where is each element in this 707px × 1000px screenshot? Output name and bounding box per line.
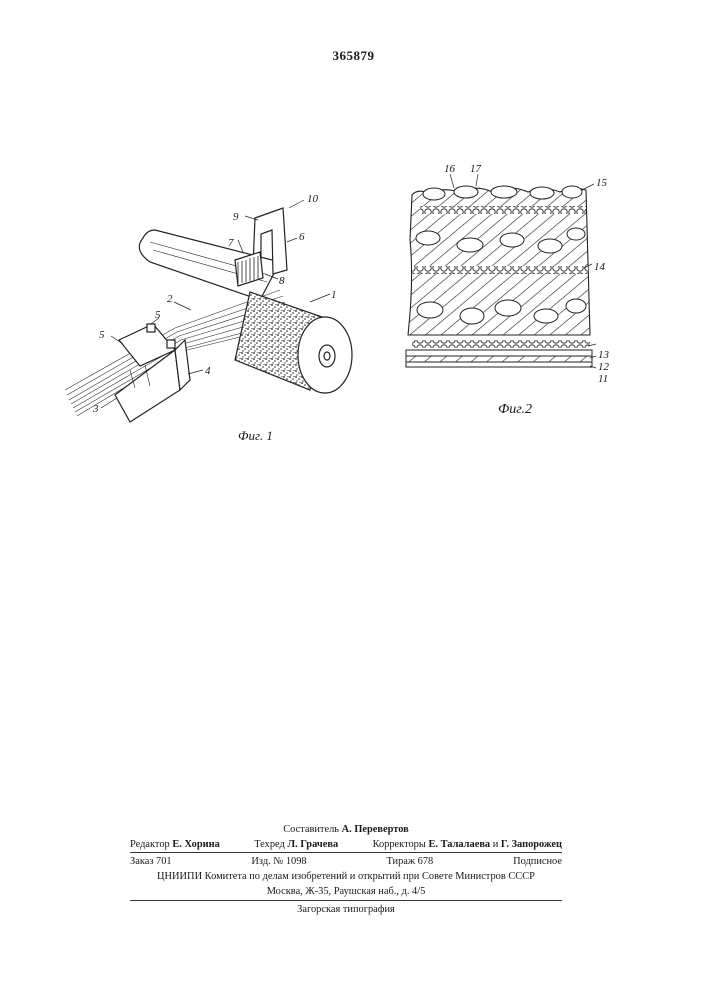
figure-2-drawing: 16 17 15 14 13 12 11 <box>400 160 615 395</box>
subscription: Подписное <box>513 854 562 869</box>
address-line: Москва, Ж-35, Раушская наб., д. 4/5 <box>130 884 562 899</box>
corrector-2: Г. Запорожец <box>501 839 562 850</box>
compiler-label: Составитель <box>283 824 339 835</box>
order-line: Заказ 701 Изд. № 1098 Тираж 678 Подписно… <box>130 854 562 869</box>
composite-section <box>406 186 592 367</box>
callout-6: 6 <box>299 231 305 243</box>
figure-1-caption: Фиг. 1 <box>238 428 273 444</box>
callout-17: 17 <box>470 163 482 175</box>
callout-5b: 5 <box>155 309 161 321</box>
callout-1: 1 <box>331 289 337 301</box>
editor-name: Е. Хорина <box>172 839 219 850</box>
callout-12: 12 <box>598 361 610 373</box>
compiler-name: А. Перевертов <box>342 824 409 835</box>
callout-13: 13 <box>598 349 610 361</box>
staff-line: Редактор Е. Хорина Техред Л. Грачева Кор… <box>130 837 562 852</box>
printer-line: Загорская типография <box>130 902 562 917</box>
callout-14: 14 <box>594 261 606 273</box>
callout-7: 7 <box>228 237 234 249</box>
techred-label: Техред <box>254 839 285 850</box>
guide-box <box>115 324 190 422</box>
callout-3: 3 <box>92 403 99 415</box>
circulation: Тираж 678 <box>386 854 433 869</box>
callout-5a: 5 <box>99 329 105 341</box>
callout-9: 9 <box>233 211 239 223</box>
callout-11: 11 <box>598 373 608 385</box>
correctors-conj: и <box>493 839 499 850</box>
corrector-1: Е. Талалаева <box>428 839 490 850</box>
imprint-rule <box>130 852 562 853</box>
compiler-line: Составитель А. Перевертов <box>130 822 562 837</box>
editor-label: Редактор <box>130 839 170 850</box>
printer-block: Загорская типография <box>130 902 562 917</box>
callout-4: 4 <box>205 365 211 377</box>
callout-15: 15 <box>596 177 608 189</box>
callout-8: 8 <box>279 275 285 287</box>
order-number: Заказ 701 <box>130 854 172 869</box>
callout-16: 16 <box>444 163 456 175</box>
correctors-label: Корректоры <box>373 839 426 850</box>
callout-2: 2 <box>167 293 173 305</box>
roller <box>235 292 352 393</box>
imprint-rule-2 <box>130 900 562 901</box>
committee-line: ЦНИИПИ Комитета по делам изобретений и о… <box>130 869 562 884</box>
callout-10: 10 <box>307 193 319 205</box>
edition-number: Изд. № 1098 <box>251 854 306 869</box>
figure-2-caption: Фиг.2 <box>498 402 532 418</box>
imprint-details: Заказ 701 Изд. № 1098 Тираж 678 Подписно… <box>130 854 562 899</box>
techred-name: Л. Грачева <box>287 839 338 850</box>
imprint-credits: Составитель А. Перевертов Редактор Е. Хо… <box>130 822 562 852</box>
patent-number: 365879 <box>0 48 707 64</box>
figure-1-drawing: 1 2 3 4 5 5 6 7 8 9 10 <box>55 190 365 430</box>
